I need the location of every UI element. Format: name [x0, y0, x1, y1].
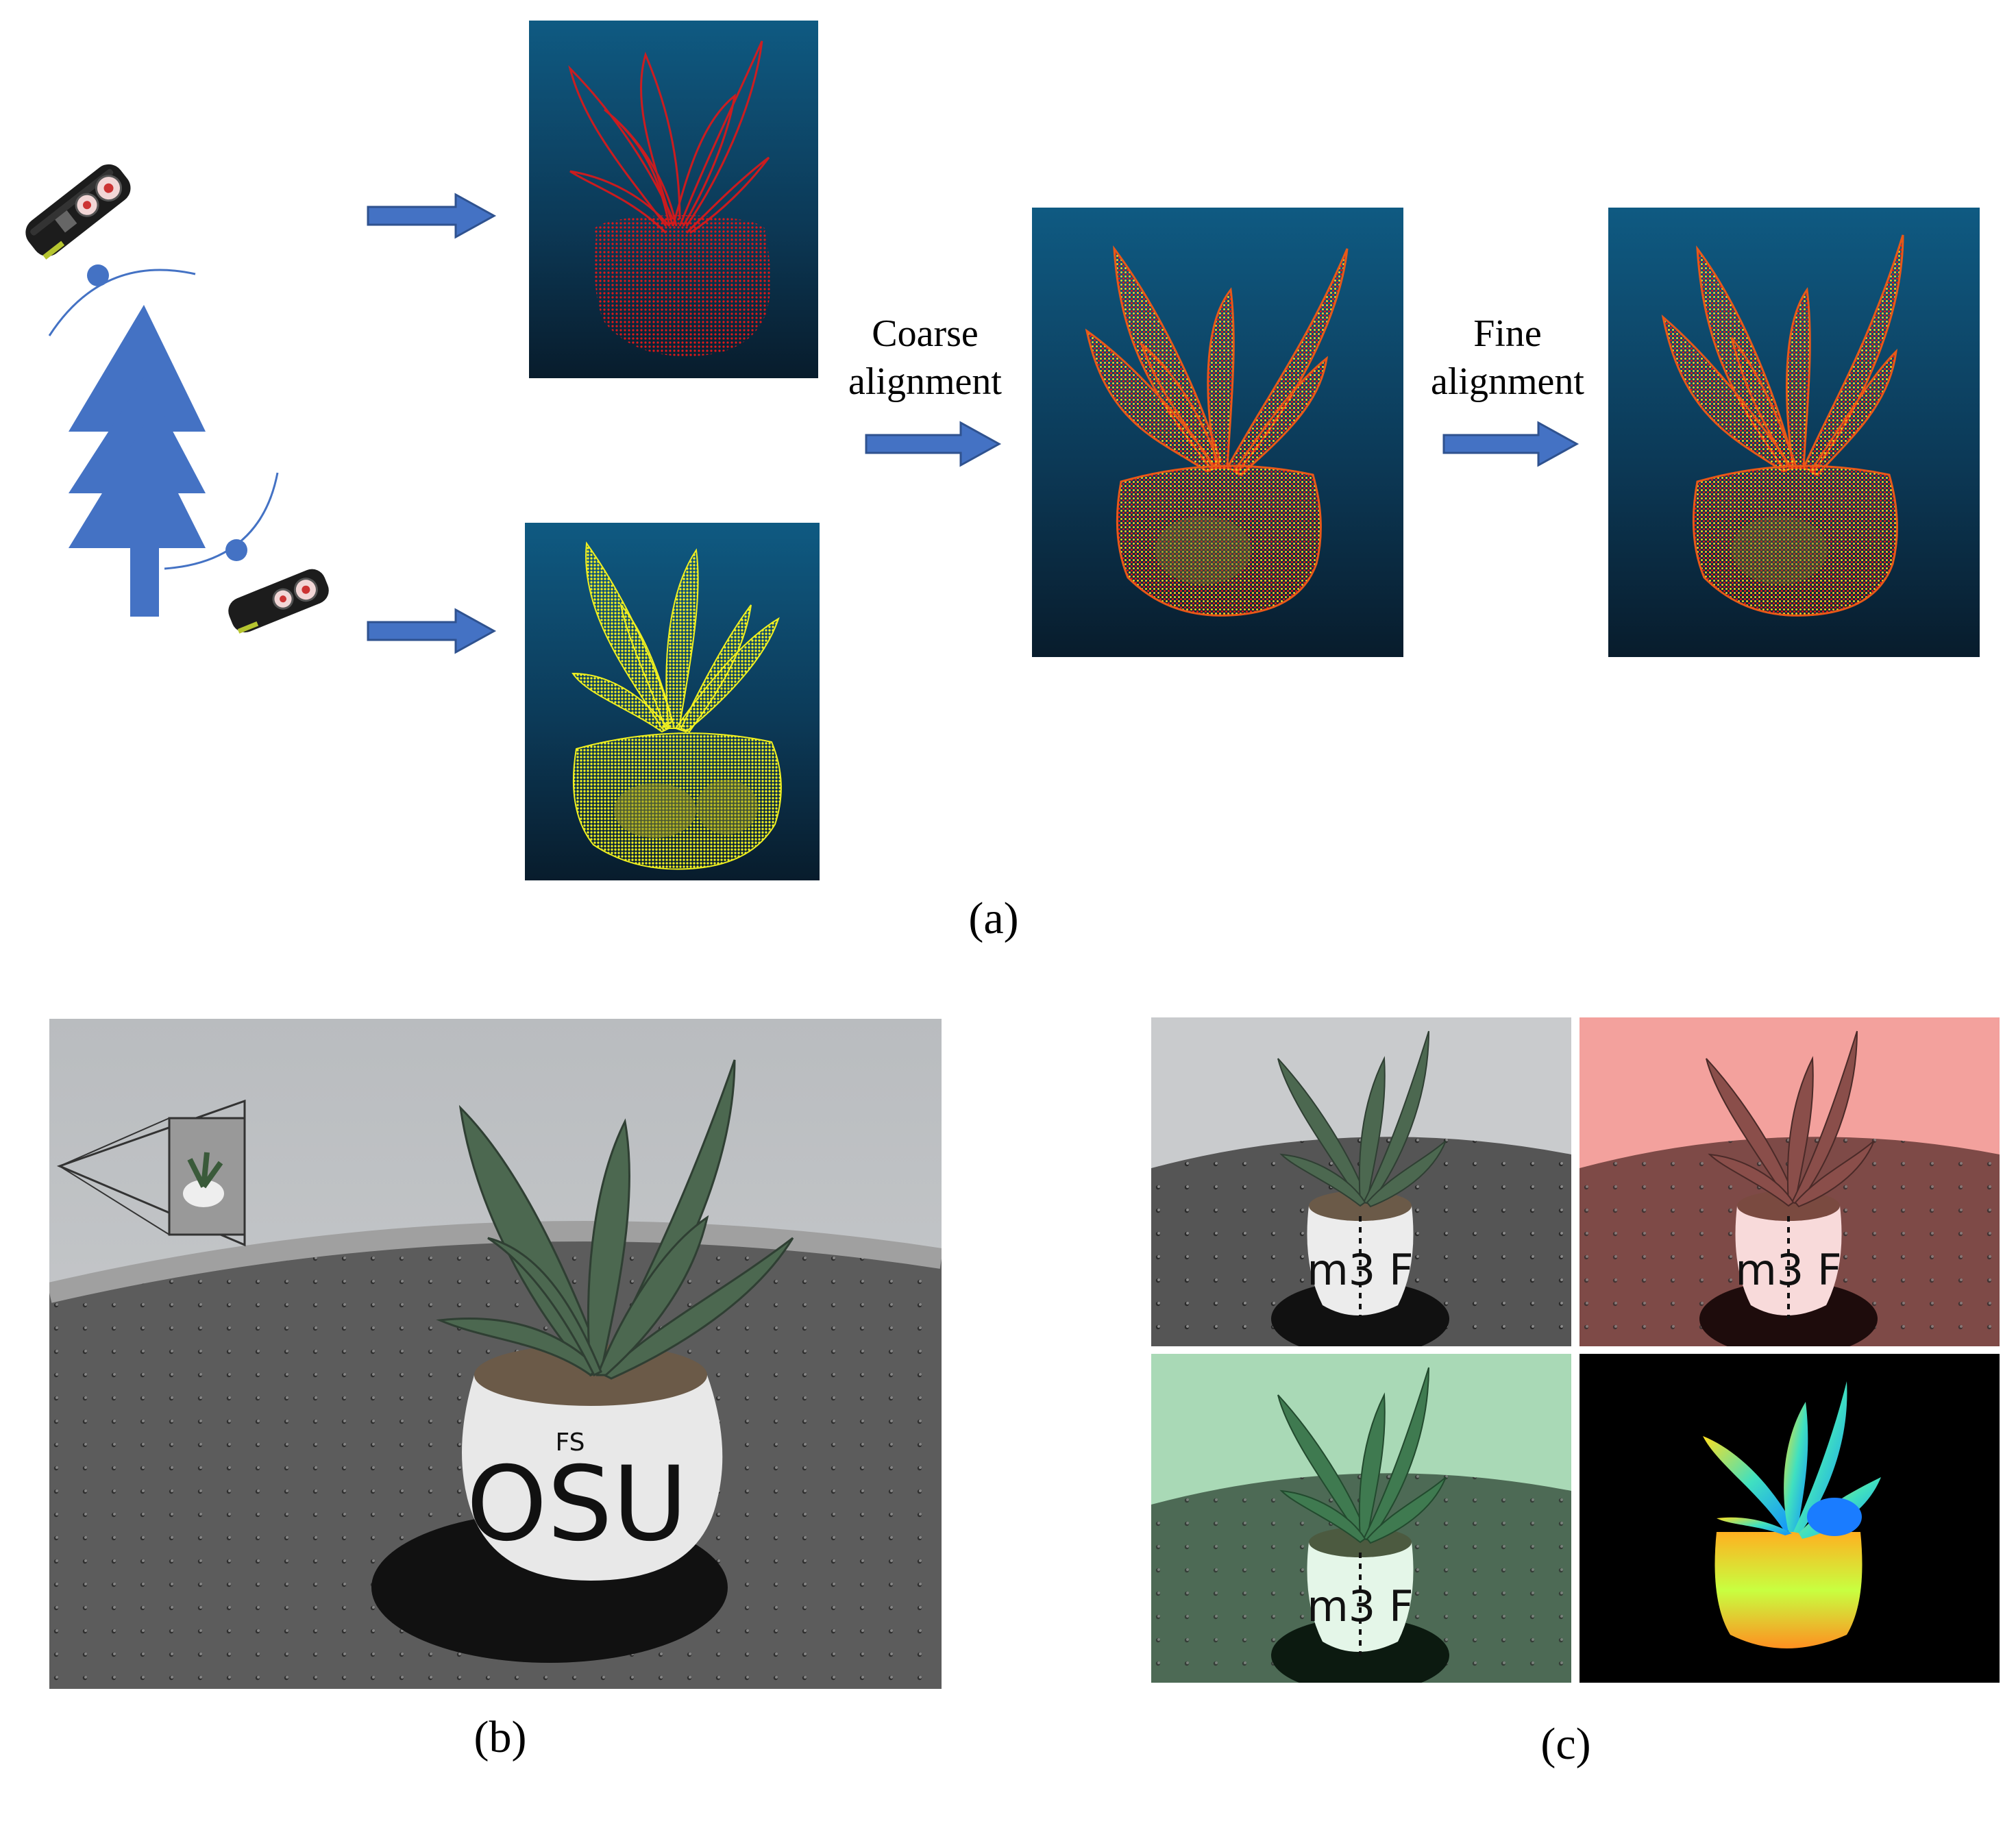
- camera-frustum-icon: [56, 1099, 246, 1247]
- panel-b-caption: (b): [474, 1712, 527, 1762]
- fine-alignment-label: Fine alignment: [1408, 310, 1607, 406]
- fine-aligned-cloud-panel: [1608, 208, 1980, 657]
- panel-c-rgb-tile: m3 F: [1151, 1017, 1571, 1346]
- red-pot-label: m3 F: [1735, 1245, 1841, 1295]
- coarse-alignment-line2: alignment: [848, 360, 1002, 403]
- arrow-coarse-alignment-icon: [865, 421, 1002, 467]
- arrow-to-target-cloud-icon: [367, 608, 497, 654]
- scanning-setup-illustration: [25, 164, 329, 634]
- panel-c-red-tile: m3 F: [1579, 1017, 2000, 1346]
- target-point-cloud-panel: [525, 523, 820, 880]
- pot-label-fs: FS: [556, 1429, 585, 1457]
- fine-alignment-line1: Fine: [1473, 312, 1542, 355]
- tree-icon: [69, 305, 206, 432]
- panel-b-photo: OSU FS: [49, 1019, 942, 1689]
- green-pot-label: m3 F: [1307, 1581, 1413, 1631]
- panel-c-green-tile: m3 F: [1151, 1354, 1571, 1683]
- coarse-aligned-cloud-panel: [1032, 208, 1403, 657]
- scanner-device-bottom-icon: [228, 569, 329, 634]
- source-point-cloud-panel: [529, 21, 818, 378]
- panel-a: Coarse alignment: [25, 21, 1980, 943]
- panel-a-caption: (a): [968, 893, 1019, 943]
- pot-label-osu: OSU: [466, 1445, 687, 1564]
- coarse-alignment-label: Coarse alignment: [833, 310, 1018, 406]
- arrow-to-source-cloud-icon: [367, 193, 497, 239]
- coarse-alignment-line1: Coarse: [872, 312, 979, 355]
- fine-alignment-line2: alignment: [1431, 360, 1584, 403]
- panel-c-depth-tile: [1579, 1354, 2000, 1683]
- scanner-device-top-icon: [25, 164, 131, 260]
- rgb-pot-label: m3 F: [1307, 1245, 1413, 1295]
- arrow-fine-alignment-icon: [1442, 421, 1579, 467]
- panel-c-caption: (c): [1540, 1719, 1591, 1769]
